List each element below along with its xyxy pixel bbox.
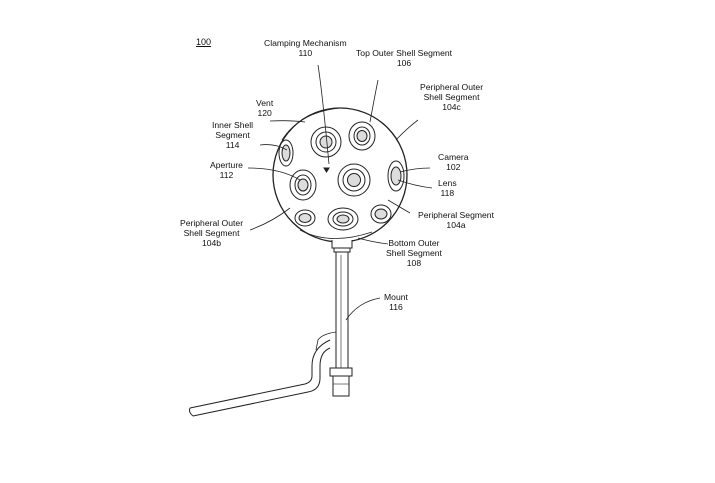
label-top-outer-ref: 106 xyxy=(356,58,452,68)
lens-module-right xyxy=(388,161,404,191)
label-inner-shell: Inner Shell Segment 114 xyxy=(212,120,253,150)
label-peripheral-outer-b-ref: 104b xyxy=(180,238,243,248)
lens-module-bottom xyxy=(328,208,358,230)
label-bottom-outer-shell: Bottom Outer Shell Segment 108 xyxy=(386,238,442,268)
label-aperture-ref: 112 xyxy=(210,170,243,180)
label-peripheral-segment-a-name: Peripheral Segment xyxy=(418,210,494,220)
label-inner-shell-line2: Segment xyxy=(212,130,253,140)
label-vent: Vent 120 xyxy=(256,98,273,118)
lens-module-far-left xyxy=(279,140,293,166)
label-vent-name: Vent xyxy=(256,98,273,108)
label-lens-name: Lens xyxy=(438,178,457,188)
label-peripheral-outer-b-line1: Peripheral Outer xyxy=(180,218,243,228)
label-lens-ref: 118 xyxy=(438,188,457,198)
label-bottom-outer-ref: 108 xyxy=(386,258,442,268)
label-inner-shell-line1: Inner Shell xyxy=(212,120,253,130)
label-mount-name: Mount xyxy=(384,292,408,302)
figure-number: 100 xyxy=(196,37,211,47)
label-clamping-mechanism: Clamping Mechanism 110 xyxy=(264,38,347,58)
label-peripheral-segment-a: Peripheral Segment 104a xyxy=(418,210,494,230)
label-camera: Camera 102 xyxy=(438,152,469,172)
label-clamping-ref: 110 xyxy=(264,48,347,58)
label-bottom-outer-line1: Bottom Outer xyxy=(386,238,442,248)
label-peripheral-outer-c-line1: Peripheral Outer xyxy=(420,82,483,92)
label-peripheral-segment-a-ref: 104a xyxy=(418,220,494,230)
label-top-outer-name: Top Outer Shell Segment xyxy=(356,48,452,58)
bottom-shell-neck xyxy=(332,240,352,248)
label-aperture-name: Aperture xyxy=(210,160,243,170)
label-camera-name: Camera xyxy=(438,152,469,162)
lens-module-left xyxy=(290,170,316,200)
label-peripheral-outer-c-line2: Shell Segment xyxy=(420,92,483,102)
label-bottom-outer-line2: Shell Segment xyxy=(386,248,442,258)
label-inner-shell-ref: 114 xyxy=(212,140,253,150)
label-mount: Mount 116 xyxy=(384,292,408,312)
lens-module-top-right xyxy=(349,122,375,150)
label-lens: Lens 118 xyxy=(438,178,457,198)
label-peripheral-outer-b: Peripheral Outer Shell Segment 104b xyxy=(180,218,243,248)
label-peripheral-outer-c-ref: 104c xyxy=(420,102,483,112)
label-peripheral-outer-b-line2: Shell Segment xyxy=(180,228,243,238)
mount-pole xyxy=(330,252,352,396)
label-clamping-name: Clamping Mechanism xyxy=(264,38,347,48)
label-camera-ref: 102 xyxy=(438,162,469,172)
label-peripheral-outer-c: Peripheral Outer Shell Segment 104c xyxy=(420,82,483,112)
lens-module-center xyxy=(338,164,370,196)
lens-module-bottom-right xyxy=(371,205,391,223)
label-top-outer-shell: Top Outer Shell Segment 106 xyxy=(356,48,452,68)
lens-module-bottom-left xyxy=(295,210,315,226)
label-mount-ref: 116 xyxy=(384,302,408,312)
mount-arm xyxy=(189,332,336,416)
label-aperture: Aperture 112 xyxy=(210,160,243,180)
label-vent-ref: 120 xyxy=(256,108,273,118)
